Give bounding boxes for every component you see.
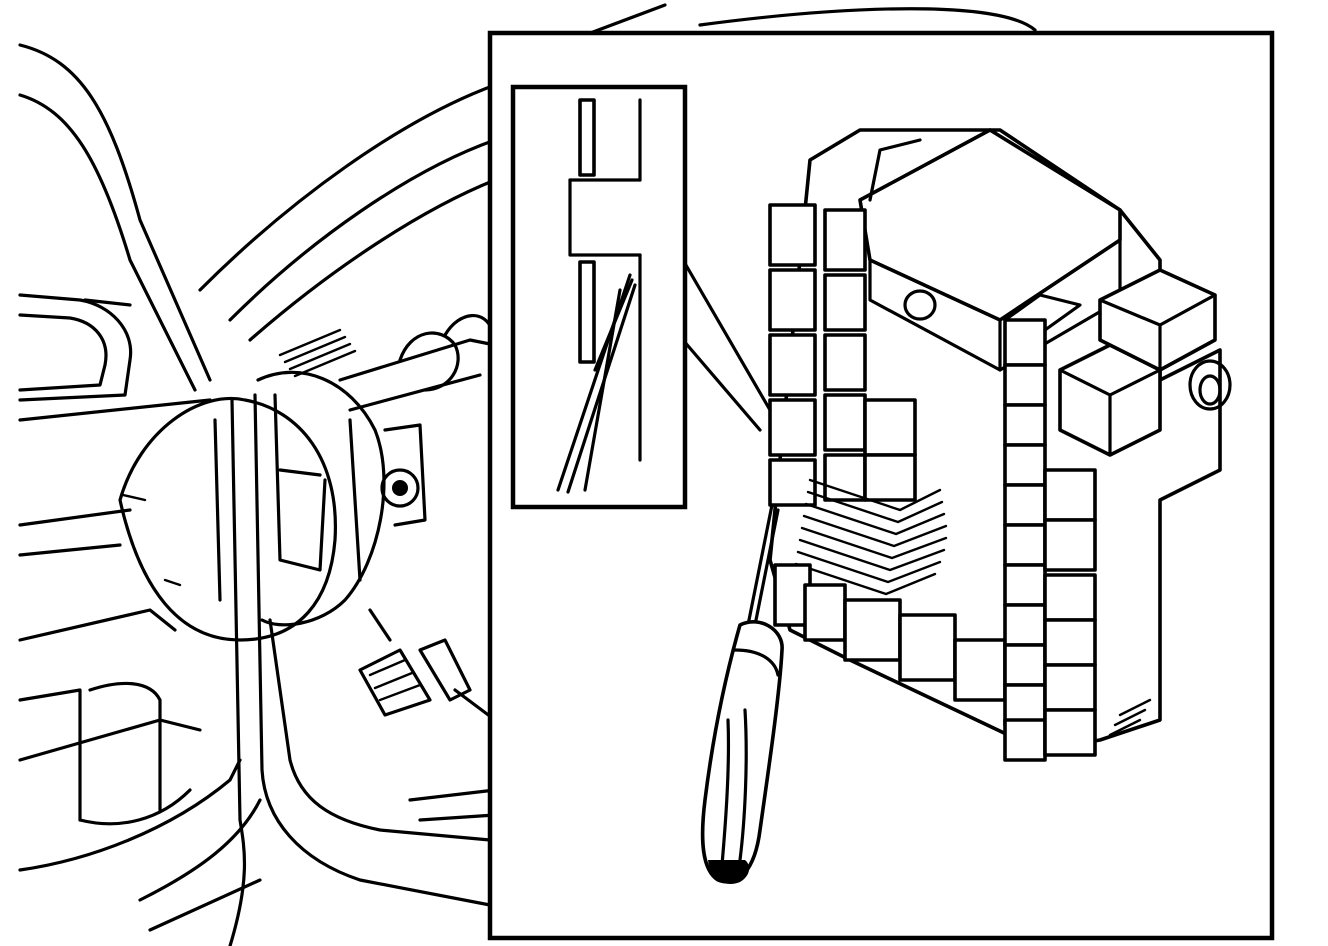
vehicle-interior-overview: [18, 3, 1037, 946]
screwdriver-icon: [700, 503, 784, 884]
fuse-column-right: [1003, 293, 1097, 762]
fuse-row-bottom: [773, 563, 1007, 702]
fuse-column-middle: [823, 208, 917, 502]
fuse-relay-box: [768, 128, 1232, 762]
fuse-column-left: [768, 203, 817, 507]
relay-block: [1058, 268, 1217, 737]
fuse-puller-detail-inset: [510, 84, 688, 510]
mini-fuse-stack: [794, 478, 948, 596]
